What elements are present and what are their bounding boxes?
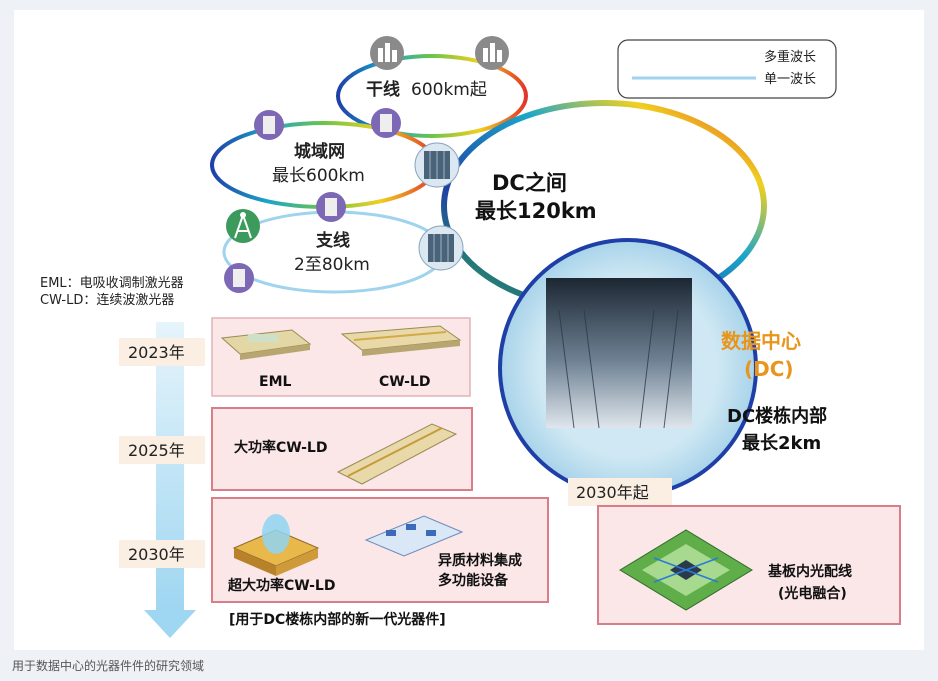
trunk-label: 干线 [366,79,400,100]
figure-caption: 用于数据中心的光器件件的研究领域 [12,659,205,673]
timeline-arrow [144,322,196,638]
metro-node-icon-1 [254,110,284,140]
figure-frame: 多重波长 单一波长 [14,10,924,650]
datacenter-abbr: (DC) [744,357,794,381]
devices-2025-box: 大功率CW-LD [211,407,473,491]
svg-text:2030年: 2030年 [128,545,185,564]
heterogeneous-integration-label: 异质材料集成 [438,552,522,569]
datacenter-circle: 数据中心 (DC) DC楼栋内部 最长2km [498,238,827,498]
substrate-optical-wiring-box: 基板内光配线 (光电融合) [597,505,901,625]
multifunction-device-label: 多功能设备 [438,572,509,589]
research-diagram: 多重波长 单一波长 [40,36,901,638]
ultra-high-power-cwld-image [232,514,320,576]
year-badge-2030: 2030年 [119,540,205,568]
metro-node-icon-2 [371,108,401,138]
legend-multi-label: 多重波长 [764,49,816,65]
server-rack-icon-lower [418,225,464,271]
substrate-board-image [619,529,753,611]
high-power-cwld-chip-image [336,423,458,485]
metro-label: 城域网 [294,141,345,162]
inter-dc-distance: 最长120km [475,199,597,223]
optoelectronic-fusion-label: (光电融合) [778,585,847,602]
trunk-ring [336,54,528,138]
dc-building-scope: DC楼栋内部 [727,405,827,427]
access-distance: 2至80km [294,255,370,275]
legend: 多重波长 单一波长 [617,39,837,99]
dc-building-distance: 最长2km [742,433,821,454]
legend-single-label: 单一波长 [764,72,816,87]
ultra-high-power-cwld-label: 超大功率CW-LD [227,577,335,594]
high-power-cwld-label: 大功率CW-LD [234,439,327,456]
devices-2030-box: 超大功率CW-LD 异质材料集成 多功能设备 [211,497,549,603]
eml-chip-image [220,329,312,360]
datacenter-title: 数据中心 [721,329,801,353]
metro-distance: 最长600km [272,166,365,186]
abbr-eml: EML：电吸收调制激光器 [40,276,184,291]
access-node-icon [316,192,346,222]
svg-text:2025年: 2025年 [128,441,185,460]
year-badge-2025: 2025年 [119,436,205,464]
svg-text:2023年: 2023年 [128,343,185,362]
cwld-label: CW-LD [379,374,430,390]
eml-label: EML [259,374,291,390]
trunk-building-icon-right [475,36,509,70]
datacenter-photo [546,278,692,428]
access-node-icon-2 [224,263,254,293]
access-label: 支线 [316,230,350,251]
year-badge-2023: 2023年 [119,338,205,366]
new-generation-devices-caption: [用于DC楼栋内部的新一代光器件] [229,611,446,628]
substrate-wiring-label: 基板内光配线 [768,563,852,580]
trunk-building-icon-left [370,36,404,70]
antenna-tower-icon [226,209,260,243]
cwld-chip-image [340,325,462,356]
devices-2023-box: EML CW-LD [211,317,471,397]
start-2030-badge: 2030年起 [568,478,672,506]
heterogeneous-chip-image [364,515,464,557]
inter-dc-label: DC之间 [492,171,567,195]
svg-text:2030年起: 2030年起 [576,483,649,502]
abbr-cwld: CW-LD：连续波激光器 [40,292,174,308]
trunk-distance: 600km起 [411,80,487,100]
server-rack-icon-upper [414,142,460,188]
